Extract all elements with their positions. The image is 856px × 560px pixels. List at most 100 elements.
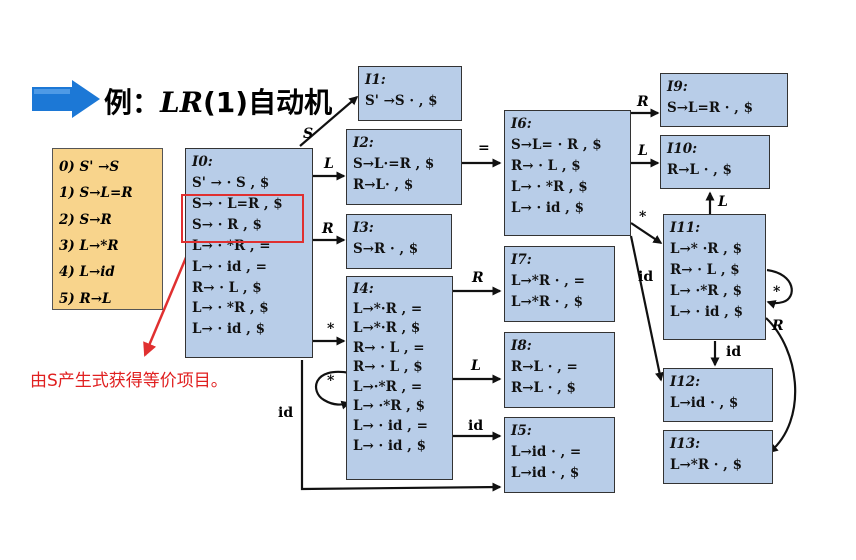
state-i0: I0: S' → · S , $ S→ · L=R , $ S→ · R , $…	[185, 148, 313, 358]
item: R→ · L , $	[511, 157, 581, 174]
state-title: I0:	[192, 154, 213, 170]
item: S→L= · R , $	[511, 136, 602, 153]
title-paren: (1)	[202, 86, 249, 119]
edge-label-i11-i13: R	[772, 318, 784, 334]
item: L→id · , =	[511, 443, 582, 460]
state-i9: I9: S→L=R · , $	[660, 73, 788, 127]
item: S→ · R , $	[192, 216, 262, 233]
item: S→L·=R , $	[353, 155, 435, 172]
title-lr: LR	[160, 86, 203, 119]
edge-i0-i1	[299, 96, 359, 147]
state-title: I9:	[667, 79, 688, 95]
edge-label-i6-i9: R	[637, 94, 649, 110]
state-i6: I6: S→L= · R , $ R→ · L , $ L→ · *R , $ …	[504, 110, 631, 236]
item: S' → · S , $	[192, 174, 270, 191]
item: L→ · id , $	[192, 321, 265, 338]
item: L→id · , $	[670, 394, 739, 411]
state-title: I4:	[353, 281, 374, 297]
state-i1: I1: S' →S · , $	[358, 66, 462, 121]
item: L→ · id , $	[511, 199, 584, 216]
item: L→ · *R , $	[192, 300, 269, 317]
item: R→ · L , $	[670, 261, 740, 278]
state-title: I10:	[667, 141, 698, 157]
edge-label-i11-self: *	[773, 284, 781, 300]
edge-i6-i11	[630, 222, 663, 244]
edge-label-i4-i8: L	[471, 358, 481, 374]
state-title: I2:	[353, 135, 374, 151]
edge-label-i0-i4: *	[327, 321, 335, 337]
annotation-text: 由S产生式获得等价项目。	[30, 371, 228, 391]
grammar-rule: 3) L→*R	[59, 237, 119, 254]
state-title: I6:	[511, 116, 532, 132]
item: L→·*R , =	[353, 378, 423, 395]
edge-label-i11-i10: L	[718, 194, 728, 210]
item: R→L · , =	[511, 358, 578, 375]
state-i12: I12: L→id · , $	[663, 368, 773, 422]
slide-title: 例：LR(1)自动机	[104, 81, 332, 121]
annotation-arrow	[143, 247, 192, 357]
item: L→*R · , =	[511, 272, 585, 289]
item: L→ · *R , $	[511, 178, 588, 195]
state-title: I12:	[670, 374, 701, 390]
edge-i4-self	[314, 370, 351, 410]
edge-label-i11-i12: id	[726, 344, 742, 360]
grammar-rule: 5) R→L	[59, 290, 112, 307]
item: L→*R · , $	[511, 293, 583, 310]
state-title: I1:	[365, 72, 386, 88]
item: L→* ·R , $	[670, 240, 742, 257]
item: L→ · id , $	[353, 437, 426, 454]
state-title: I8:	[511, 338, 532, 354]
edge-label-i0-i1: S	[303, 126, 314, 142]
state-i8: I8: R→L · , = R→L · , $	[504, 332, 615, 408]
edge-label-i6-i10: L	[638, 143, 648, 159]
edge-label-i0-i3: R	[322, 221, 334, 237]
edge-label-i6-i11: *	[639, 209, 647, 225]
item: S→R · , $	[353, 240, 419, 257]
state-title: I5:	[511, 423, 532, 439]
grammar-rule: 4) L→id	[59, 264, 115, 281]
item: R→L · , $	[667, 161, 732, 178]
item: R→ · L , $	[192, 279, 262, 296]
edge-label-i0-i5: id	[278, 405, 294, 421]
item: S→ · L=R , $	[192, 195, 283, 212]
item: R→L · , $	[511, 379, 576, 396]
grammar-rule: 1) S→L=R	[59, 185, 133, 202]
state-i13: I13: L→*R · , $	[663, 430, 773, 484]
item: S' →S · , $	[365, 92, 438, 109]
state-title: I3:	[353, 220, 374, 236]
state-title: I7:	[511, 252, 532, 268]
edge-label-i2-i6: =	[478, 140, 490, 156]
edge-i11-self	[766, 268, 793, 309]
highlight-box	[181, 194, 304, 243]
item: L→ ·*R , $	[670, 282, 742, 299]
item: L→*·R , $	[353, 320, 421, 337]
state-i4: I4: L→*·R , = L→*·R , $ R→ · L , = R→ · …	[346, 276, 453, 480]
edge-i11-i13	[765, 317, 797, 453]
edge-label-i0-i2: L	[324, 156, 334, 172]
item: L→ · id , $	[670, 303, 743, 320]
edge-label-i4-i5: id	[468, 418, 484, 434]
item: R→ · L , =	[353, 339, 425, 356]
state-i7: I7: L→*R · , = L→*R · , $	[504, 246, 615, 322]
item: L→ · id , =	[353, 417, 428, 434]
edge-label-i6-i12: id	[638, 269, 654, 285]
grammar-box: 0) S' →S 1) S→L=R 2) S→R 3) L→*R 4) L→id…	[52, 148, 163, 310]
edge-label-i4-i7: R	[472, 270, 484, 286]
title-arrow-icon	[32, 80, 100, 118]
item: S→L=R · , $	[667, 99, 753, 116]
item: L→*R · , $	[670, 456, 742, 473]
edge-i6-i12	[629, 235, 664, 382]
grammar-rule: 2) S→R	[59, 211, 112, 228]
state-i5: I5: L→id · , = L→id · , $	[504, 417, 615, 493]
title-suffix: 自动机	[248, 86, 333, 119]
item: L→*·R , =	[353, 300, 423, 317]
title-prefix: 例：	[104, 86, 161, 119]
state-i2: I2: S→L·=R , $ R→L· , $	[346, 129, 462, 205]
item: L→ · id , =	[192, 258, 267, 275]
state-title: I13:	[670, 436, 701, 452]
item: L→id · , $	[511, 464, 580, 481]
item: R→L· , $	[353, 176, 414, 193]
item: R→ · L , $	[353, 359, 423, 376]
grammar-rule: 0) S' →S	[59, 159, 120, 175]
